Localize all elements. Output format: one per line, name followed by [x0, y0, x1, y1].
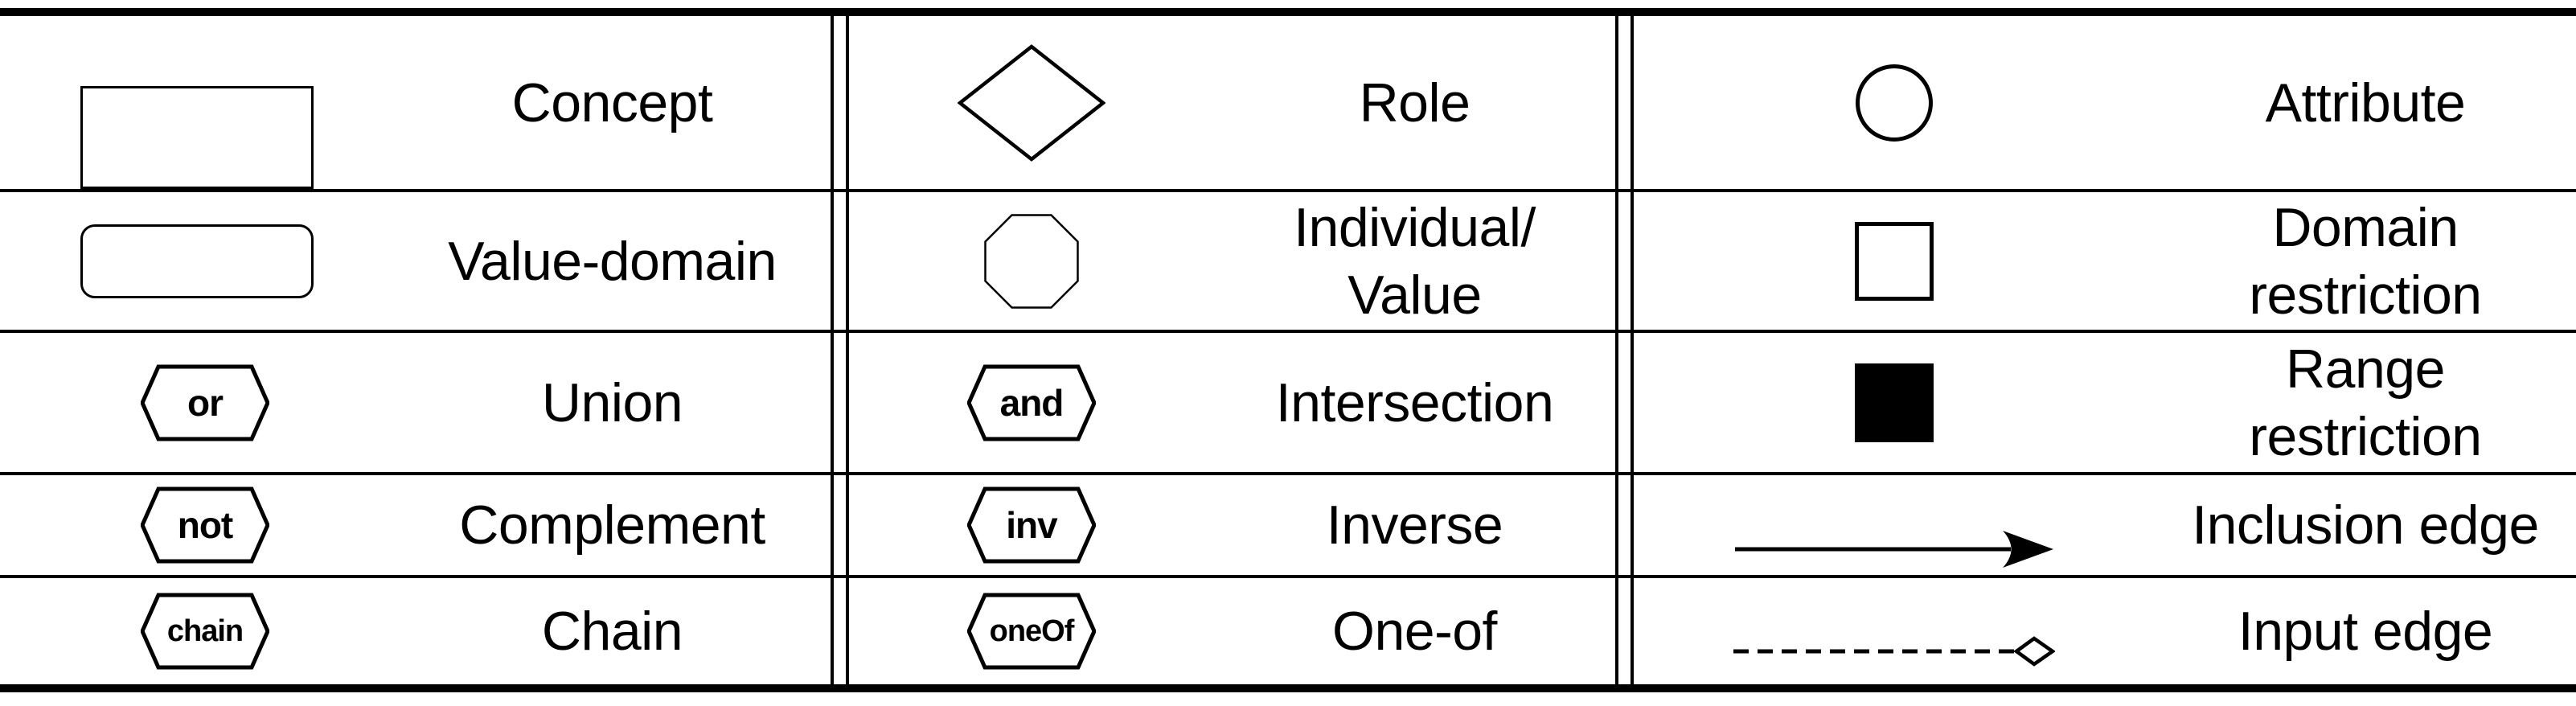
- table-top-rule: [0, 8, 2576, 16]
- domain-restriction-square-icon: [1855, 221, 1934, 301]
- legend-label: Chain: [541, 601, 683, 662]
- table-bottom-rule: [0, 684, 2576, 692]
- legend-label: Complement: [459, 495, 765, 556]
- hexagon-outline: [967, 593, 1096, 670]
- symbol-cell: oneOf: [849, 578, 1214, 684]
- hexagon-outline: [967, 486, 1096, 564]
- symbol-cell: chain: [0, 578, 394, 684]
- inverse-hexagon-icon: inv: [967, 486, 1096, 564]
- complement-hexagon-icon: not: [141, 486, 269, 564]
- symbol-cell: or: [0, 333, 394, 472]
- legend-label: Attribute: [2265, 72, 2466, 133]
- symbol-cell: [1634, 475, 2155, 575]
- value-domain-rounded-rectangle-icon: [80, 224, 314, 298]
- label-cell: Intersection: [1214, 333, 1615, 472]
- intersection-hexagon-icon: and: [967, 364, 1096, 441]
- hexagon-outline: [967, 364, 1096, 441]
- double-vertical-rule: [831, 333, 849, 472]
- symbol-cell: inv: [849, 475, 1214, 575]
- double-vertical-rule: [831, 16, 849, 189]
- legend-label: Role: [1359, 72, 1471, 133]
- legend-label: Union: [541, 371, 683, 433]
- double-vertical-rule: [831, 475, 849, 575]
- double-vertical-rule: [831, 578, 849, 684]
- table-row: Value-domain Individual/ Value Domain re…: [0, 192, 2576, 333]
- legend-label: Domain restriction: [2249, 196, 2482, 326]
- label-cell: Value-domain: [394, 192, 831, 330]
- one-of-hexagon-icon: oneOf: [967, 593, 1096, 670]
- label-cell: Union: [394, 333, 831, 472]
- label-cell: Inclusion edge: [2155, 475, 2576, 575]
- range-restriction-filled-square-icon: [1855, 363, 1934, 442]
- label-cell: Range restriction: [2155, 333, 2576, 472]
- legend-label: Value-domain: [448, 230, 777, 292]
- role-diamond-icon: [958, 43, 1105, 162]
- label-cell: Chain: [394, 578, 831, 684]
- hexagon-operator-text: not: [177, 504, 234, 546]
- double-vertical-rule: [1615, 192, 1634, 330]
- symbol-cell: [849, 16, 1214, 189]
- label-cell: Individual/ Value: [1214, 192, 1615, 330]
- label-cell: Input edge: [2155, 578, 2576, 684]
- symbol-cell: [1634, 192, 2155, 330]
- legend-label: Input edge: [2238, 601, 2493, 662]
- label-cell: Attribute: [2155, 16, 2576, 189]
- hexagon-operator-text: inv: [1006, 504, 1057, 546]
- legend-label: One-of: [1332, 601, 1497, 662]
- table-row: Concept Role Attribute: [0, 16, 2576, 192]
- label-cell: Inverse: [1214, 475, 1615, 575]
- double-vertical-rule: [1615, 475, 1634, 575]
- individual-value-octagon-icon: [984, 213, 1079, 309]
- hexagon-operator-text: chain: [166, 614, 244, 648]
- union-hexagon-icon: or: [141, 364, 269, 441]
- symbol-cell: not: [0, 475, 394, 575]
- hexagon-operator-text: and: [999, 381, 1064, 424]
- label-cell: Role: [1214, 16, 1615, 189]
- legend-label: Individual/ Value: [1294, 196, 1536, 326]
- hexagon-operator-text: oneOf: [989, 614, 1075, 648]
- symbol-cell: [1634, 578, 2155, 684]
- input-edge-dashed-diamond-icon: [1733, 636, 2055, 667]
- inclusion-edge-arrow-icon: [1735, 531, 2053, 568]
- symbol-cell: and: [849, 333, 1214, 472]
- symbol-cell: [1634, 16, 2155, 189]
- table-row: chain Chain oneOf One-of Input e: [0, 578, 2576, 684]
- concept-rectangle-icon: [80, 86, 314, 189]
- symbol-cell: [849, 192, 1214, 330]
- label-cell: Domain restriction: [2155, 192, 2576, 330]
- hexagon-outline: [141, 364, 269, 441]
- double-vertical-rule: [831, 192, 849, 330]
- double-vertical-rule: [1615, 333, 1634, 472]
- hexagon-outline: [141, 593, 269, 670]
- double-vertical-rule: [1615, 16, 1634, 189]
- symbol-cell: [0, 16, 394, 189]
- table-row: not Complement inv Inverse Inclu: [0, 475, 2576, 578]
- legend-label: Concept: [511, 72, 713, 133]
- label-cell: Concept: [394, 16, 831, 189]
- legend-label: Inverse: [1326, 495, 1503, 556]
- symbol-cell: [1634, 333, 2155, 472]
- attribute-circle-icon: [1856, 64, 1933, 142]
- label-cell: Complement: [394, 475, 831, 575]
- table-row: or Union and Intersection Range restrict…: [0, 333, 2576, 475]
- label-cell: One-of: [1214, 578, 1615, 684]
- legend-label: Intersection: [1275, 371, 1554, 433]
- legend-label: Range restriction: [2249, 338, 2482, 467]
- hexagon-outline: [141, 486, 269, 564]
- hexagon-operator-text: or: [187, 381, 224, 424]
- symbol-cell: [0, 192, 394, 330]
- double-vertical-rule: [1615, 578, 1634, 684]
- legend-label: Inclusion edge: [2192, 495, 2539, 556]
- chain-hexagon-icon: chain: [141, 593, 269, 670]
